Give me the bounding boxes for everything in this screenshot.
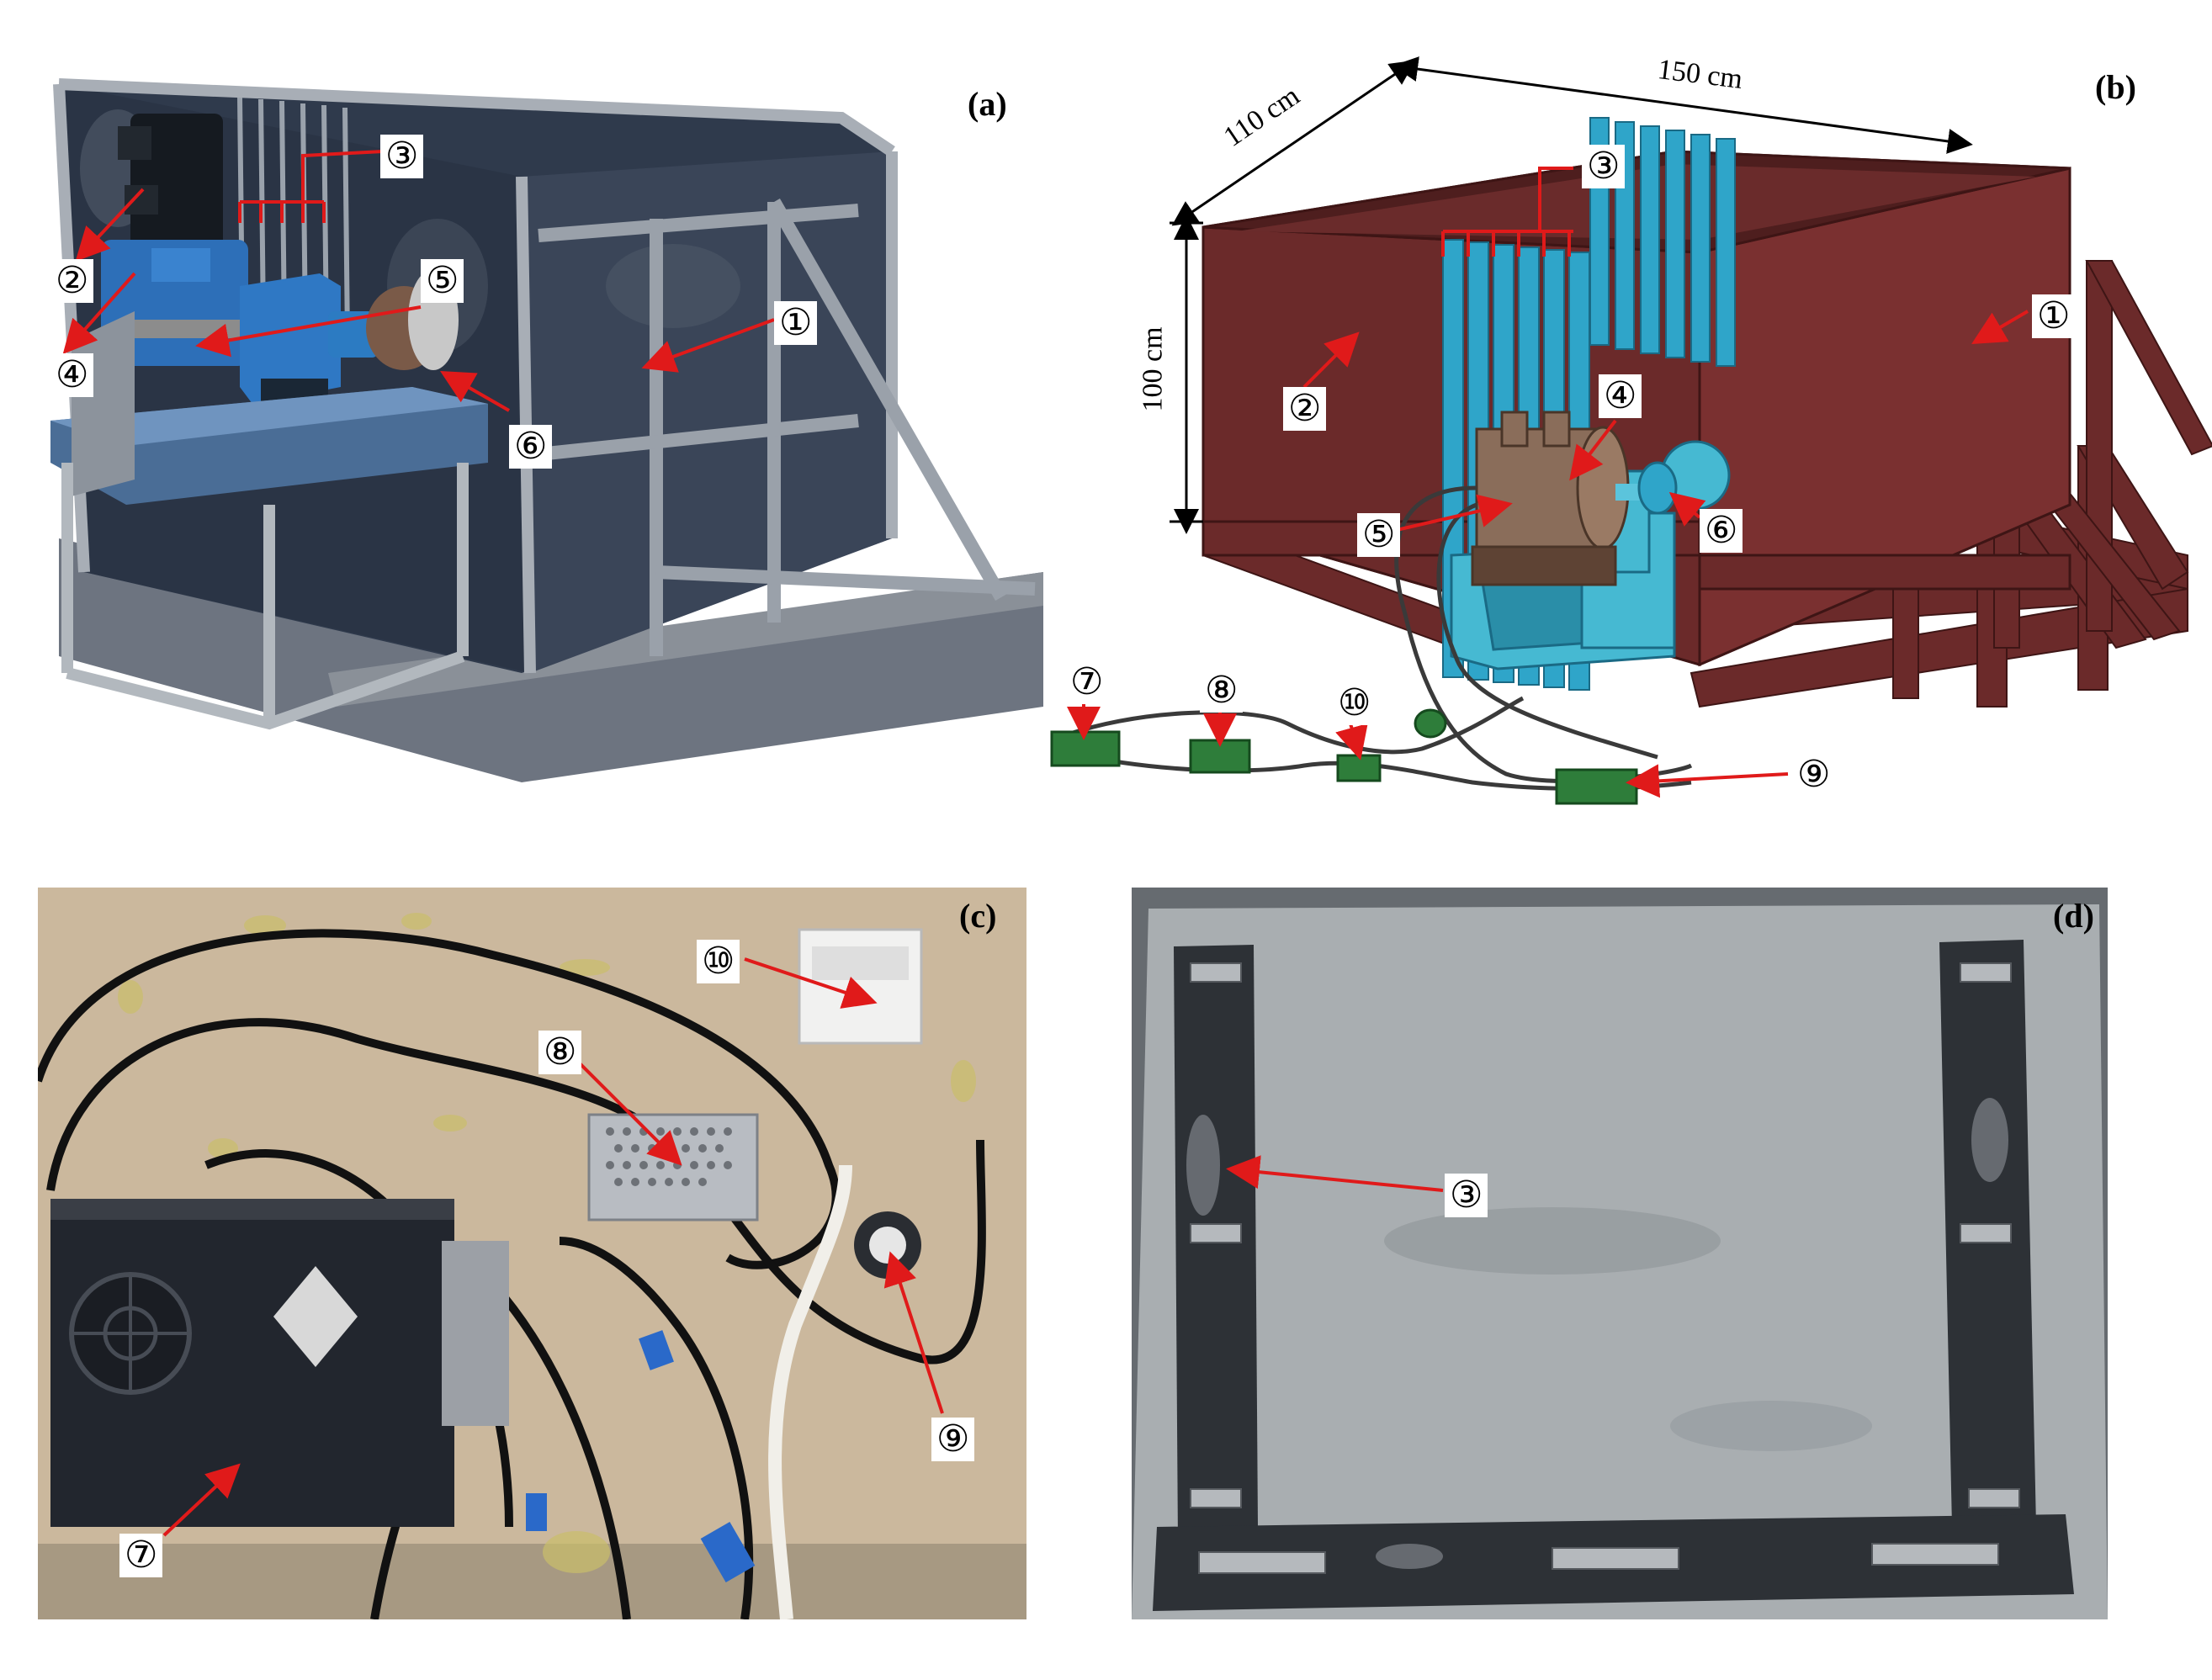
marker-7: ⑦ (119, 1534, 163, 1577)
marker-1: ① (2032, 294, 2076, 338)
marker-7: ⑦ (1065, 660, 1109, 704)
marker-2: ② (1283, 387, 1327, 431)
panel-c-arrows (162, 957, 944, 1537)
marker-4: ④ (50, 353, 94, 397)
marker-6: ⑥ (509, 425, 553, 469)
panel-a: ① ② ③ ④ ⑤ ⑥ (50, 67, 1069, 791)
marker-5: ⑤ (1357, 513, 1401, 557)
marker-9: ⑨ (1792, 753, 1836, 797)
panel-d-tag: (d) (2053, 897, 2094, 935)
panel-c-tag: (c) (959, 897, 997, 935)
marker-3: ③ (1582, 145, 1626, 188)
panel-b-tag: (b) (2095, 68, 2136, 106)
marker-4: ④ (1599, 374, 1642, 418)
panel-a-arrows (62, 150, 775, 412)
marker-1: ① (774, 301, 818, 345)
marker-8: ⑧ (1200, 669, 1244, 713)
panel-d-arrows (1226, 1155, 1444, 1192)
panel-b-annotations (1067, 56, 2029, 798)
marker-10: ⑩ (697, 940, 740, 983)
marker-8: ⑧ (538, 1031, 582, 1074)
panel-b: 150 cm 110 cm 100 cm ① ② ③ ④ ⑤ ⑥ ⑦ ⑧ ⑨ ⑩ (1035, 50, 2212, 808)
panel-d-photo (1132, 888, 2108, 1619)
panel-c: ⑩ ⑧ ⑨ ⑦ (38, 888, 1026, 1619)
panel-a-tag: (a) (968, 85, 1007, 123)
dimension-height: 100 cm (1137, 326, 1169, 412)
marker-10: ⑩ (1333, 681, 1377, 725)
marker-2: ② (50, 259, 94, 303)
marker-3: ③ (380, 135, 424, 178)
marker-3: ③ (1445, 1174, 1488, 1217)
panel-d: ③ (1132, 888, 2108, 1619)
marker-5: ⑤ (421, 259, 464, 303)
marker-6: ⑥ (1700, 509, 1743, 553)
marker-9: ⑨ (931, 1418, 975, 1461)
